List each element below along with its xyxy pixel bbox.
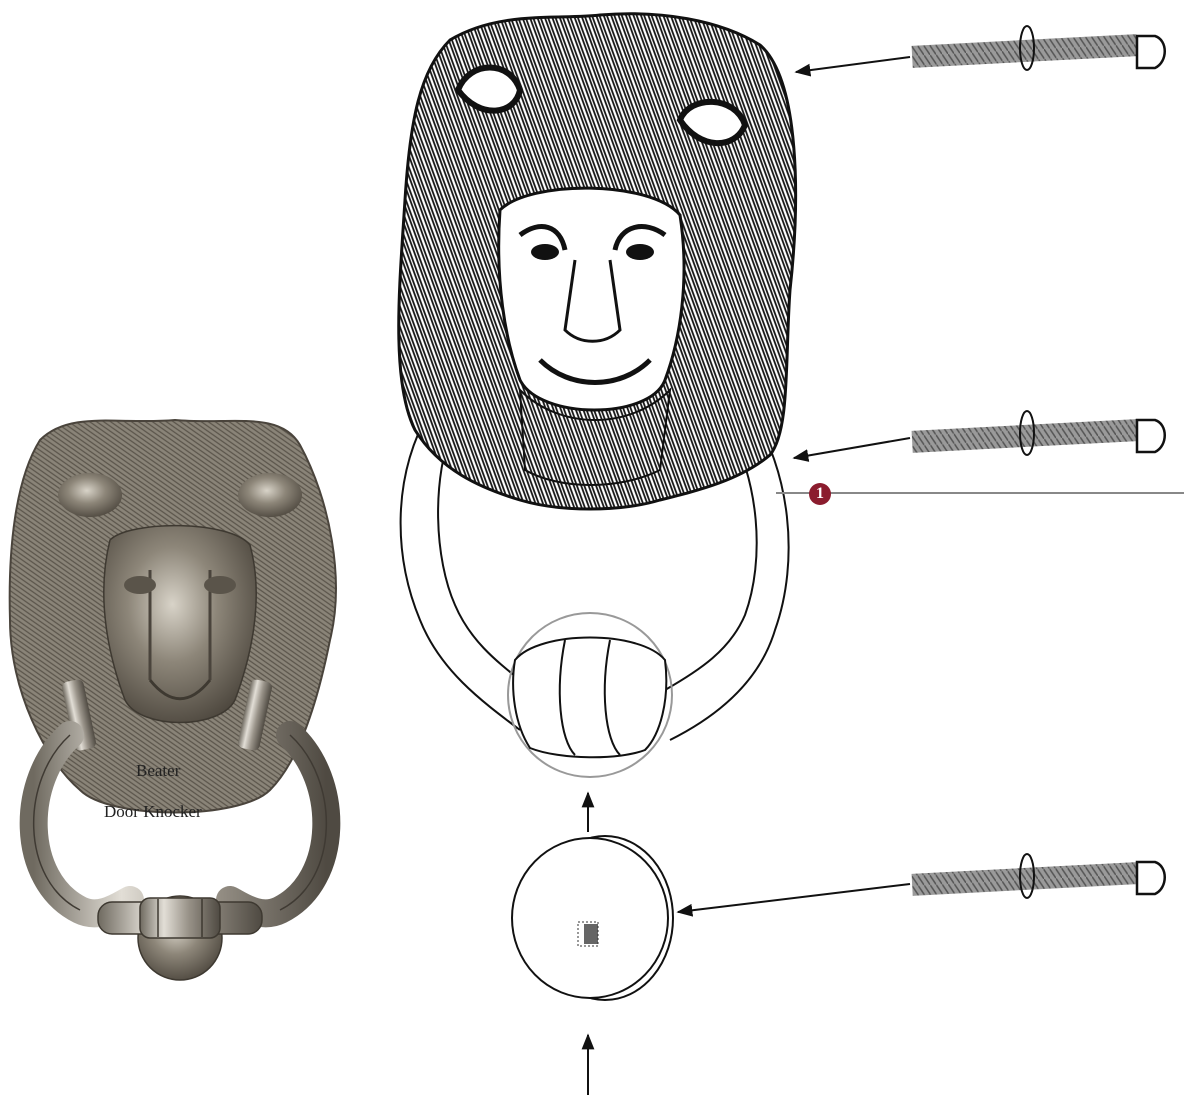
callout-badge: 1 [809,483,831,505]
photo-left-ear [58,473,122,517]
photo-right-ear [238,473,302,517]
screw-bottom [912,854,1165,898]
strike-plate [512,836,673,1000]
screw-top [912,26,1165,70]
drawing-lion-face [499,188,684,410]
beater-label: Beater [136,761,180,781]
product-photo [10,420,336,980]
arrow-screw-bottom [678,884,910,912]
screw-middle [912,411,1165,455]
door-knocker-label: Door Knocker [104,802,202,822]
drawing-beater [513,638,666,758]
photo-lion-face [104,526,256,723]
arrow-screw-top [796,57,910,72]
knocker-line-drawing [399,14,796,777]
arrow-screw-middle [794,438,910,458]
